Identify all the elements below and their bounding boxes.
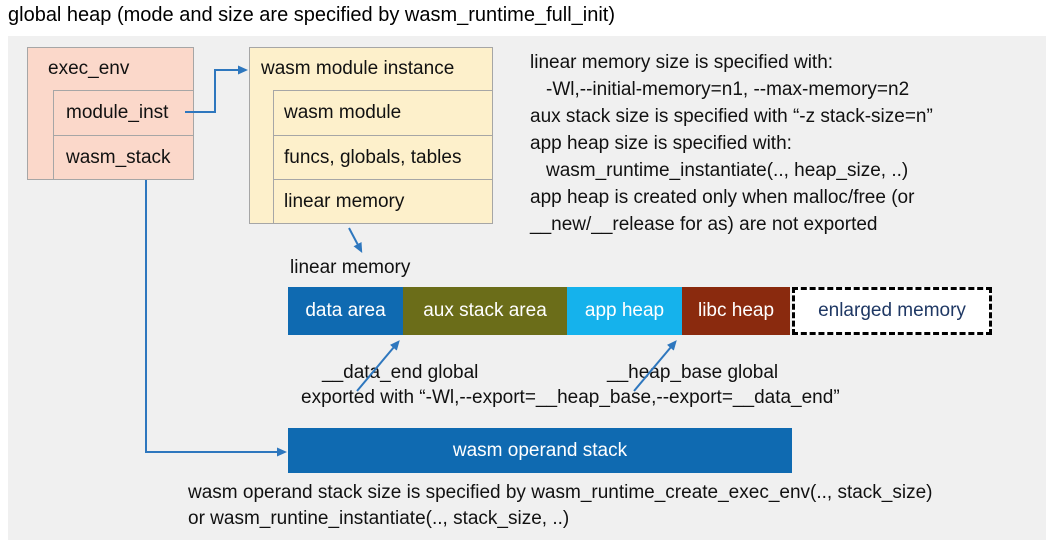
note-line: aux stack size is specified with “-z sta…: [530, 106, 933, 127]
wasm-operand-stack-bar: wasm operand stack: [288, 428, 792, 473]
exec-env-header: exec_env: [48, 58, 130, 79]
operand-stack-notes: wasm operand stack size is specified by …: [188, 480, 933, 532]
segment-aux-stack-area: aux stack area: [403, 287, 567, 335]
export-note: exported with “-Wl,--export=__heap_base,…: [301, 387, 840, 408]
note-line: -Wl,--initial-memory=n1, --max-memory=n2: [546, 79, 910, 100]
data-end-global-label: __data_end global: [322, 362, 479, 383]
note-line: wasm operand stack size is specified by …: [188, 482, 933, 503]
segment-data-area: data area: [288, 287, 403, 335]
note-line: wasm_runtime_instantiate(.., heap_size, …: [546, 160, 909, 181]
linear-memory-label: linear memory: [290, 257, 411, 278]
module-instance-row-funcs-globals-tables: funcs, globals, tables: [273, 135, 493, 180]
module-instance-row-wasm-module: wasm module: [273, 90, 493, 136]
note-line: app heap size is specified with:: [530, 133, 792, 154]
segment-app-heap: app heap: [567, 287, 682, 335]
diagram-title: global heap (mode and size are specified…: [8, 4, 615, 26]
module-instance-row-linear-memory: linear memory: [273, 179, 493, 224]
segment-libc-heap: libc heap: [682, 287, 790, 335]
exec-env-row-module-inst: module_inst: [53, 90, 194, 136]
note-line: or wasm_runtine_instantiate(.., stack_si…: [188, 508, 570, 529]
heap-base-global-label: __heap_base global: [607, 362, 779, 383]
note-line: __new/__release for as) are not exported: [530, 214, 878, 235]
notes-right: linear memory size is specified with: -W…: [530, 49, 1035, 238]
note-line: linear memory size is specified with:: [530, 52, 834, 73]
segment-enlarged-memory: enlarged memory: [792, 287, 992, 335]
note-line: app heap is created only when malloc/fre…: [530, 187, 915, 208]
module-instance-header: wasm module instance: [261, 58, 455, 79]
exec-env-row-wasm-stack: wasm_stack: [53, 135, 194, 180]
